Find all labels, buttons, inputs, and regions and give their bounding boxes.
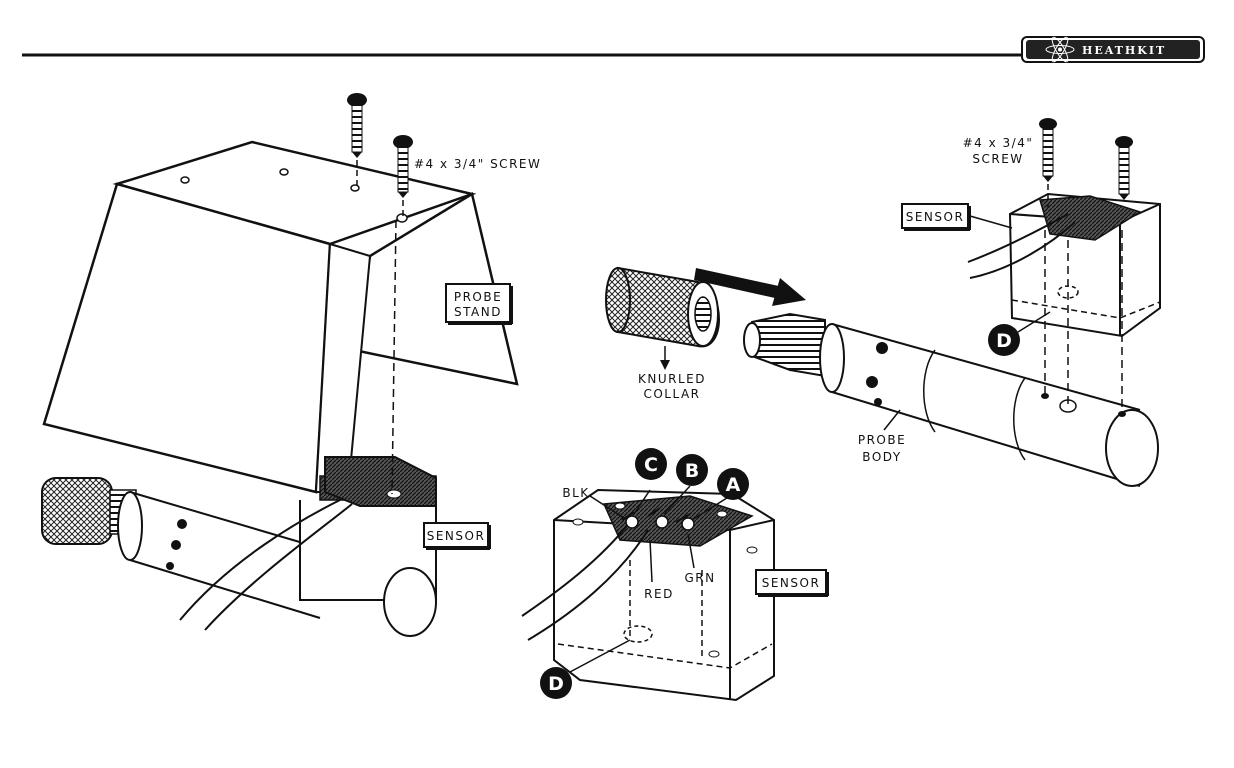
- svg-text:D: D: [996, 330, 1012, 352]
- svg-text:PROBE: PROBE: [454, 290, 502, 304]
- callout-d-right: D: [988, 311, 1051, 356]
- svg-text:A: A: [726, 474, 741, 496]
- atom-icon: [1045, 36, 1075, 63]
- sensor-assembly-right: [967, 192, 1161, 412]
- svg-text:STAND: STAND: [454, 305, 502, 319]
- sensor-block-left: [179, 456, 437, 637]
- sensor-label-bottom: SENSOR: [755, 569, 829, 597]
- heathkit-logo: HEATHKIT: [1021, 36, 1205, 63]
- probe-stand-label: PROBE STAND: [445, 283, 513, 325]
- svg-text:B: B: [685, 460, 699, 482]
- sensor-label-left: SENSOR: [423, 522, 491, 550]
- brand-name: HEATHKIT: [1082, 44, 1166, 57]
- svg-text:SENSOR: SENSOR: [906, 210, 965, 224]
- screw-icon: [1039, 118, 1057, 208]
- sensor-wiring-detail: [521, 485, 775, 702]
- callout-c: C: [635, 448, 667, 480]
- svg-text:SENSOR: SENSOR: [762, 576, 821, 590]
- screw-icon: [391, 135, 413, 495]
- direction-arrow-icon: [694, 268, 806, 306]
- callout-d-bottom: D: [540, 667, 572, 699]
- probe-stand: [42, 140, 519, 494]
- probe-body-label-1: PROBE: [858, 433, 906, 447]
- screw-label-left: #4 x 3/4" SCREW: [414, 157, 541, 171]
- callout-a: A: [717, 468, 749, 500]
- callout-b: B: [676, 454, 708, 486]
- knurled-collar-label-1: KNURLED: [638, 372, 706, 386]
- screw-label-right-1: #4 x 3/4": [963, 136, 1034, 150]
- svg-text:D: D: [548, 673, 564, 695]
- wire-label-grn: GRN: [684, 571, 715, 585]
- wire-label-red: RED: [644, 587, 674, 601]
- probe-left: [41, 477, 321, 619]
- sensor-label-right: SENSOR: [901, 203, 1013, 231]
- svg-text:SENSOR: SENSOR: [427, 529, 486, 543]
- knurled-collar-label-2: COLLAR: [643, 387, 700, 401]
- probe-body: PROBE BODY: [743, 312, 1159, 487]
- screw-label-right-2: SCREW: [972, 152, 1023, 166]
- wire-label-blk: BLK: [562, 486, 589, 500]
- screw-icon: [347, 93, 367, 186]
- probe-body-label-2: BODY: [862, 450, 901, 464]
- screw-icon: [1115, 136, 1133, 200]
- knurled-collar: KNURLED COLLAR: [605, 266, 720, 401]
- probe-stand-assembly: #4 x 3/4" SCREW PROBE STAND SENSOR: [41, 93, 541, 637]
- svg-text:C: C: [644, 454, 658, 476]
